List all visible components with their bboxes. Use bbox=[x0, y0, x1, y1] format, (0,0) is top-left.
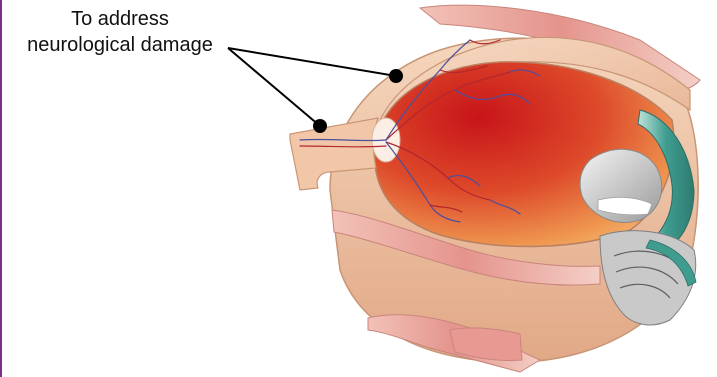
leader-dot-upper bbox=[389, 69, 403, 83]
leader-dot-lower bbox=[313, 119, 327, 133]
leader-line-lower bbox=[228, 48, 320, 126]
leader-line-upper bbox=[228, 48, 396, 76]
